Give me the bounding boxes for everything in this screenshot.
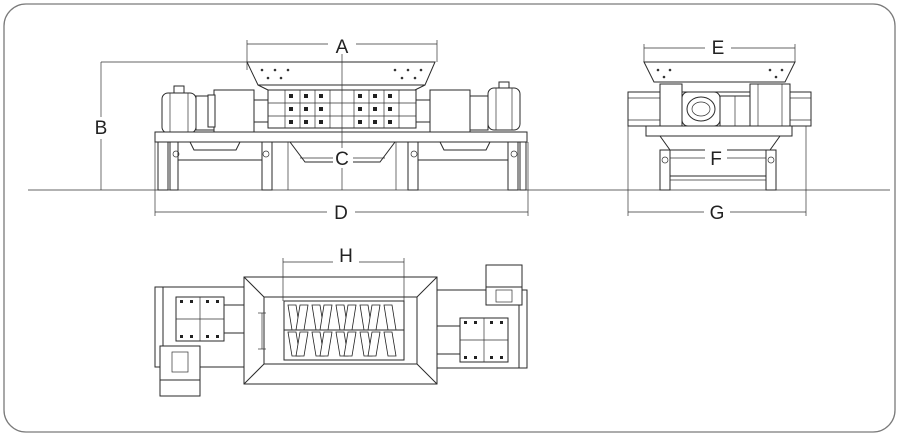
label-g: G <box>710 203 725 224</box>
label-e: E <box>712 38 725 59</box>
top-cutters <box>283 300 405 361</box>
top-left-motor <box>159 345 201 381</box>
front-base-plate <box>154 131 528 143</box>
label-f: F <box>710 149 722 170</box>
front-left-gearbox <box>213 89 255 133</box>
label-a: A <box>336 37 349 58</box>
front-right-motor <box>487 87 521 131</box>
top-view: H <box>154 243 528 397</box>
side-hopper <box>643 61 796 83</box>
front-left-motor <box>161 92 197 134</box>
label-c: C <box>335 149 349 170</box>
front-legs <box>157 141 527 191</box>
label-d: D <box>334 203 348 224</box>
side-view: E F G <box>627 36 812 224</box>
label-b: B <box>95 118 108 139</box>
front-view: A B C D <box>90 34 529 224</box>
front-right-gearbox <box>429 89 471 133</box>
top-right-motor <box>485 264 523 288</box>
front-hopper <box>246 61 436 86</box>
outer-border <box>3 3 896 433</box>
label-h: H <box>339 246 353 267</box>
